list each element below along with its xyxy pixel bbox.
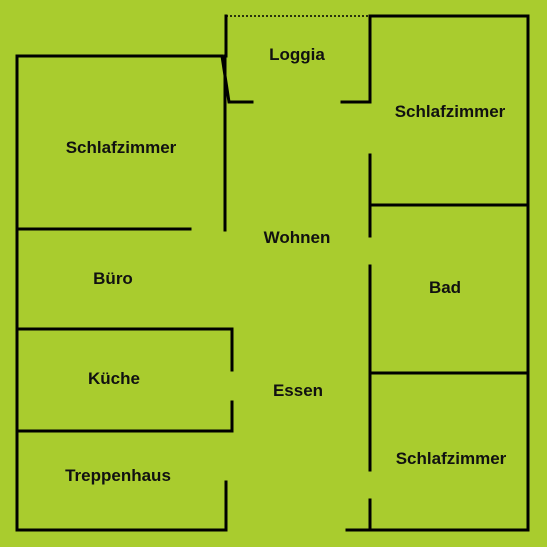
walls xyxy=(15,14,530,532)
room-label-schlafzimmer-bottom-right: Schlafzimmer xyxy=(396,449,507,468)
outer-wall-left xyxy=(15,54,228,532)
room-label-loggia: Loggia xyxy=(269,45,325,64)
room-label-treppenhaus: Treppenhaus xyxy=(65,466,171,485)
room-label-schlafzimmer-top-left: Schlafzimmer xyxy=(66,138,177,157)
room-label-wohnen: Wohnen xyxy=(264,228,331,247)
wall-buero-kueche xyxy=(15,327,234,372)
room-label-bad: Bad xyxy=(429,278,461,297)
room-label-schlafzimmer-top-right: Schlafzimmer xyxy=(395,102,506,121)
room-labels: Loggia Schlafzimmer Schlafzimmer Wohnen … xyxy=(65,45,507,485)
outer-wall-top-left xyxy=(15,54,254,104)
room-label-essen: Essen xyxy=(273,381,323,400)
room-label-buero: Büro xyxy=(93,269,133,288)
wall-kueche-treppenhaus xyxy=(15,400,234,433)
room-label-kueche: Küche xyxy=(88,369,140,388)
